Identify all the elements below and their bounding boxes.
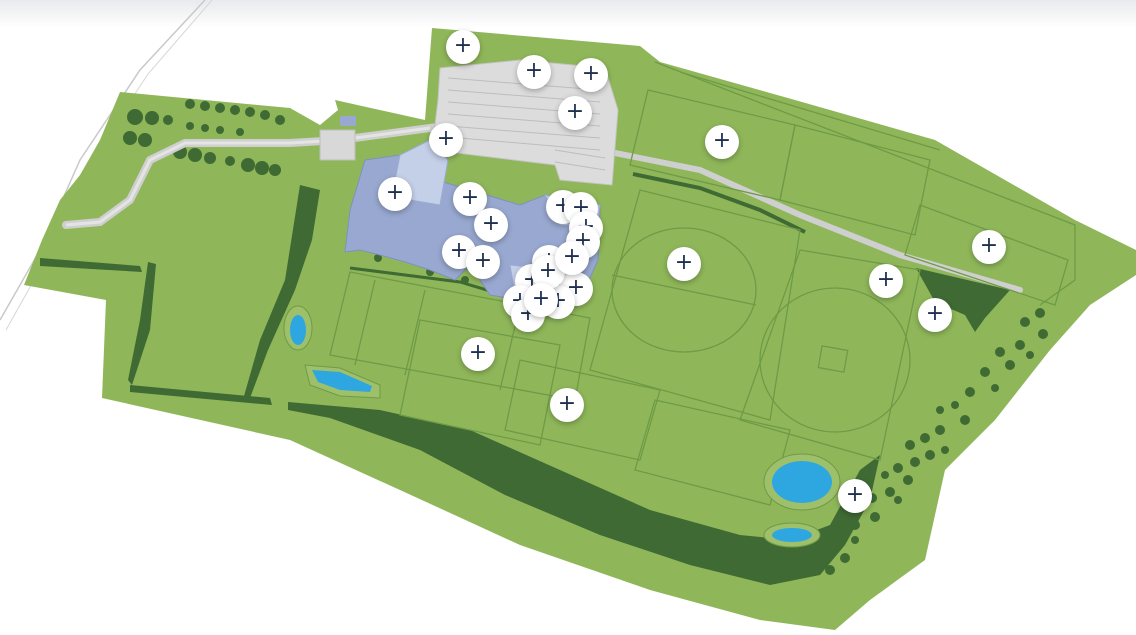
plus-icon: + <box>449 238 469 263</box>
plus-icon: + <box>524 58 544 83</box>
plus-icon: + <box>876 267 896 292</box>
outer-road-line <box>0 0 206 321</box>
gatehouse-roof <box>340 116 356 126</box>
hotspot-marker[interactable]: + <box>555 241 589 275</box>
car-park <box>431 59 619 186</box>
plus-icon: + <box>436 126 456 151</box>
plus-icon: + <box>674 250 694 275</box>
plus-icon: + <box>565 99 585 124</box>
hotspot-marker[interactable]: + <box>705 125 739 159</box>
parking-bays <box>447 77 606 171</box>
hotspot-marker[interactable]: + <box>918 298 952 332</box>
hotspot-marker[interactable]: + <box>667 247 701 281</box>
plus-icon: + <box>979 233 999 258</box>
plus-icon: + <box>845 482 865 507</box>
hotspot-marker[interactable]: + <box>461 337 495 371</box>
tree-belt-west-3 <box>128 262 156 385</box>
tree-belt-west-1 <box>40 258 142 272</box>
plus-icon: + <box>468 340 488 365</box>
tree-line-north <box>632 172 806 234</box>
plus-icon: + <box>562 244 582 269</box>
hotspot-marker[interactable]: + <box>972 230 1006 264</box>
plus-icon: + <box>581 61 601 86</box>
hotspot-marker[interactable]: + <box>429 123 463 157</box>
hotspot-marker[interactable]: + <box>558 96 592 130</box>
hotspot-marker[interactable]: + <box>474 208 508 242</box>
hotspot-marker[interactable]: + <box>466 245 500 279</box>
tree-belt-south <box>288 402 880 585</box>
hotspot-marker[interactable]: + <box>446 30 480 64</box>
ponds <box>283 305 841 548</box>
plus-icon: + <box>557 391 577 416</box>
plus-icon: + <box>925 301 945 326</box>
plus-icon: + <box>538 258 558 283</box>
tree-belt-west-4 <box>244 185 320 398</box>
hotspot-marker[interactable]: + <box>869 264 903 298</box>
hotspot-marker[interactable]: + <box>378 177 412 211</box>
plus-icon: + <box>453 33 473 58</box>
plus-icon: + <box>712 128 732 153</box>
plus-icon: + <box>473 248 493 273</box>
hotspot-marker[interactable]: + <box>574 58 608 92</box>
hotspot-marker[interactable]: + <box>550 388 584 422</box>
plus-icon: + <box>531 286 551 311</box>
tree-belt-east <box>916 268 1010 332</box>
hotspot-marker[interactable]: + <box>838 479 872 513</box>
top-shadow <box>0 0 1136 28</box>
trees <box>123 99 1048 575</box>
tree-belt-west-2 <box>130 385 272 405</box>
plus-icon: + <box>385 180 405 205</box>
plus-icon: + <box>481 211 501 236</box>
plus-icon: + <box>460 185 480 210</box>
hotspot-marker[interactable]: + <box>524 283 558 317</box>
gatehouse <box>319 129 356 161</box>
hotspot-marker[interactable]: + <box>517 55 551 89</box>
